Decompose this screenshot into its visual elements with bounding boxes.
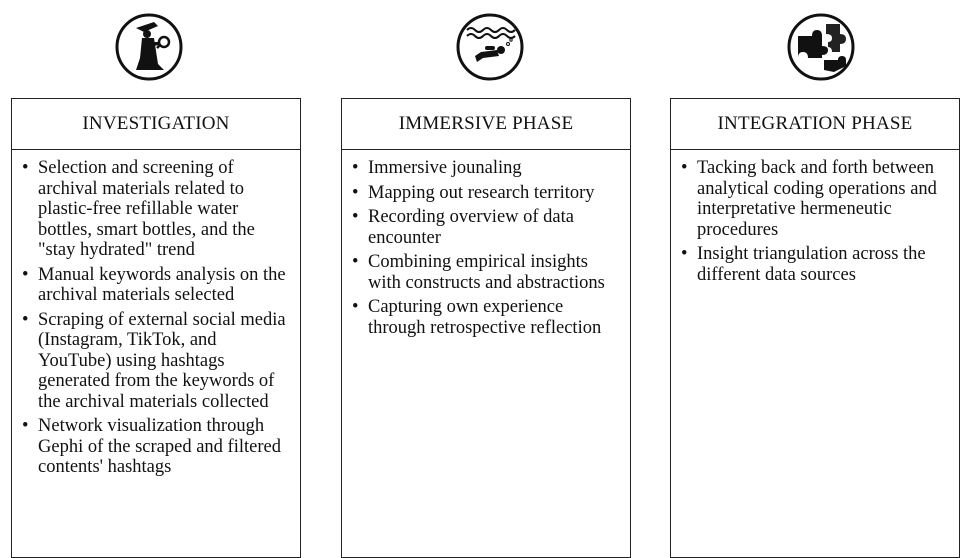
list-item: Mapping out research territory (348, 183, 622, 204)
item-list: Selection and screening of archival mate… (12, 150, 300, 478)
integration-phase-column: INTEGRATION PHASE Tacking back and forth… (670, 98, 960, 558)
investigation-column: INVESTIGATION Selection and screening of… (11, 98, 301, 558)
item-list: Immersive jounaling Mapping out research… (342, 150, 630, 338)
list-item: Network visualization through Gephi of t… (18, 416, 292, 478)
list-item: Manual keywords analysis on the archival… (18, 265, 292, 306)
list-item: Recording overview of data encounter (348, 207, 622, 248)
detective-icon (114, 12, 184, 82)
column-header: IMMERSIVE PHASE (342, 99, 630, 150)
list-item: Selection and screening of archival mate… (18, 158, 292, 261)
column-header: INTEGRATION PHASE (671, 99, 959, 150)
item-list: Tacking back and forth between analytica… (671, 150, 959, 285)
list-item: Combining empirical insights with constr… (348, 252, 622, 293)
list-item: Tacking back and forth between analytica… (677, 158, 951, 240)
list-item: Capturing own experience through retrosp… (348, 297, 622, 338)
list-item: Immersive jounaling (348, 158, 622, 179)
list-item: Scraping of external social media (Insta… (18, 310, 292, 413)
scuba-diver-icon (455, 12, 525, 82)
list-item: Insight triangulation across the differe… (677, 244, 951, 285)
puzzle-icon (786, 12, 856, 82)
immersive-phase-column: IMMERSIVE PHASE Immersive jounaling Mapp… (341, 98, 631, 558)
column-header: INVESTIGATION (12, 99, 300, 150)
